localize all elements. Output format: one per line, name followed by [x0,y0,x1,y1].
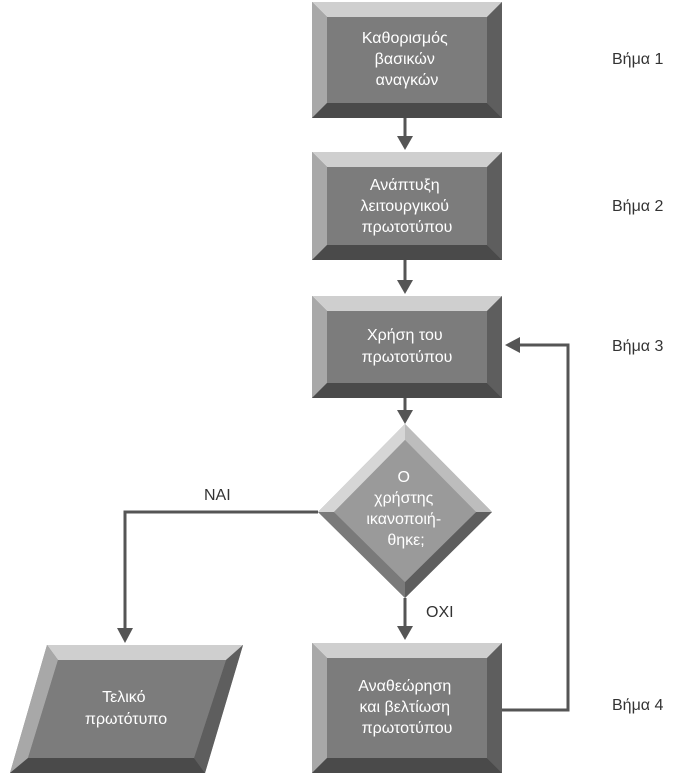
connector-step4-loop [502,343,570,712]
arrowhead-step2 [397,136,413,150]
yes-label: ΝΑΙ [204,487,231,504]
arrowhead-final [117,628,133,643]
box-step2: Ανάπτυξη λειτουργικού πρωτοτύπου [312,152,502,260]
step3-box-label: Χρήση του πρωτοτύπου [362,327,453,366]
final-line: πρωτότυπο [85,711,167,728]
step4-box-label: Αναθεώρηση και βελτίωση πρωτοτύπου [358,678,455,737]
box-step3: Χρήση του πρωτοτύπου [312,296,502,398]
decision-line: χρήστης [374,490,433,507]
connectors [117,118,570,712]
arrowhead-decision [397,410,413,424]
decision-line: ικανοποιή- [366,511,441,528]
step1-box-line: Καθορισμός [362,30,448,47]
step4-box-line: και βελτίωση [360,699,451,716]
step1-box-line: αναγκών [376,72,439,89]
arrowhead-loop [505,337,520,353]
connector-decision-final [123,510,318,630]
decision-line: θηκε; [387,532,424,549]
arrowhead-step4 [397,626,413,640]
step3-label: Βήμα 3 [612,338,663,355]
decision-line: Ο [398,469,410,486]
step1-box-label: Καθορισμός βασικών αναγκών [362,30,452,89]
step3-box-line: πρωτοτύπου [362,349,453,366]
final-line: Τελικό [102,689,146,706]
step2-box-line: πρωτοτύπου [362,219,453,236]
step4-box-line: Αναθεώρηση [358,678,451,695]
decision-diamond: Ο χρήστης ικανοποιή- θηκε; [318,424,492,598]
step4-box-line: πρωτοτύπου [362,720,453,737]
step2-label: Βήμα 2 [612,198,663,215]
step2-box-label: Ανάπτυξη λειτουργικού πρωτοτύπου [361,177,454,236]
step2-box-line: Ανάπτυξη [370,177,440,194]
step2-box-line: λειτουργικού [361,198,450,215]
step1-label: Βήμα 1 [612,51,663,68]
no-label: ΟΧΙ [426,604,454,621]
decision-label: Ο χρήστης ικανοποιή- θηκε; [366,469,445,549]
final-label: Τελικό πρωτότυπο [85,689,167,728]
step4-label: Βήμα 4 [612,697,663,714]
step1-box-line: βασικών [375,51,435,68]
box-step1: Καθορισμός βασικών αναγκών [312,2,502,118]
arrowhead-step3 [397,280,413,294]
final-parallelogram: Τελικό πρωτότυπο [10,645,243,773]
box-step4: Αναθεώρηση και βελτίωση πρωτοτύπου [312,643,502,773]
step3-box-line: Χρήση του [367,327,443,344]
